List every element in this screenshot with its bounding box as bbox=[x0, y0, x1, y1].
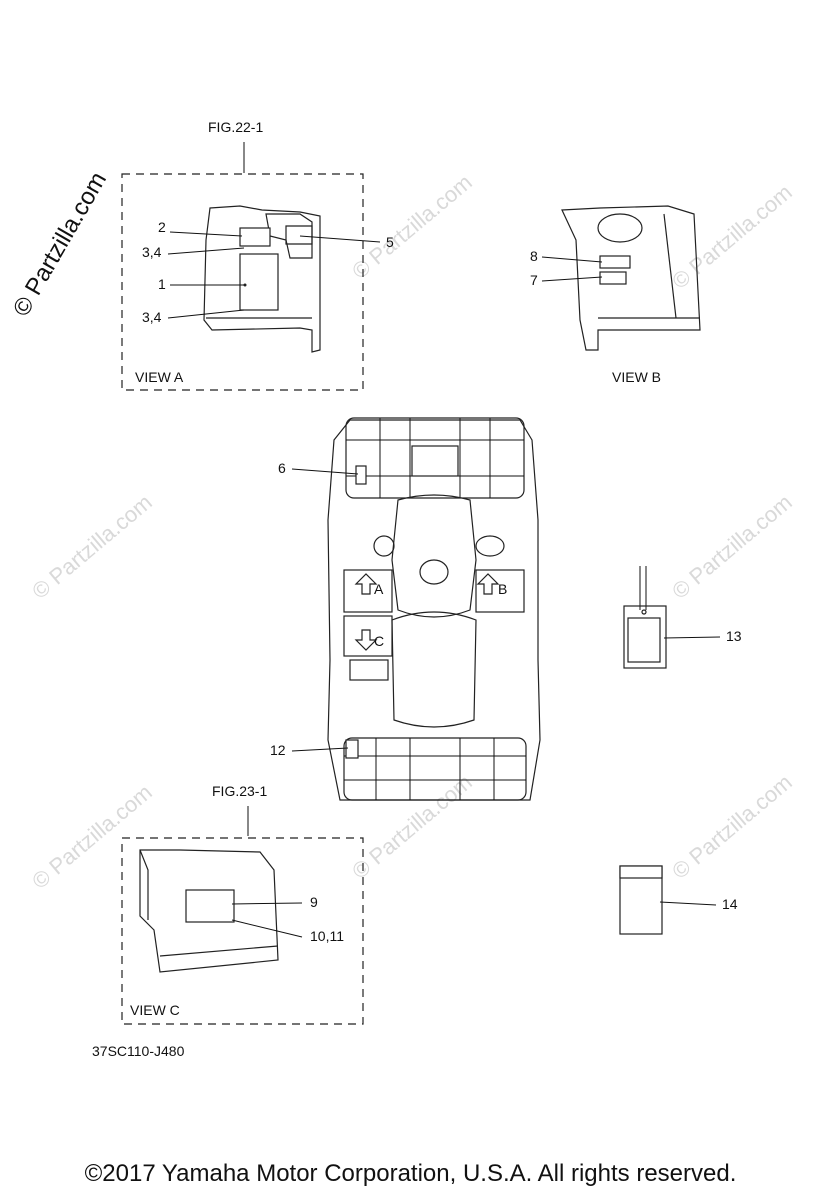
watermark-dark: © Partzilla.com bbox=[8, 167, 112, 321]
watermark: © Partzilla.com bbox=[27, 779, 157, 893]
watermark-layer: © Partzilla.com © Partzilla.com © Partzi… bbox=[27, 169, 797, 893]
callout-10-11: 10,11 bbox=[310, 928, 344, 944]
watermark: © Partzilla.com bbox=[347, 169, 477, 283]
callout-13: 13 bbox=[726, 628, 742, 644]
callout-6: 6 bbox=[278, 460, 286, 476]
fig-ref-bottom: FIG.23-1 bbox=[212, 783, 267, 799]
view-a: FIG.22-1 2 3,4 1 3,4 5 VIEW A bbox=[121, 119, 394, 391]
callout-14: 14 bbox=[722, 896, 738, 912]
arrow-a-label: A bbox=[374, 581, 384, 597]
fig-ref-top: FIG.22-1 bbox=[208, 119, 263, 135]
part-14: 14 bbox=[619, 865, 738, 935]
atv-top-view: A B C 6 12 bbox=[270, 417, 541, 801]
arrow-b-label: B bbox=[498, 581, 507, 597]
arrow-c-label: C bbox=[374, 633, 384, 649]
callout-1: 1 bbox=[158, 276, 166, 292]
drawing-code: 37SC110-J480 bbox=[92, 1043, 185, 1059]
view-c: FIG.23-1 9 10,11 VIEW C bbox=[121, 783, 364, 1025]
callout-2: 2 bbox=[158, 219, 166, 235]
callout-9: 9 bbox=[310, 894, 318, 910]
callout-3-4-bottom: 3,4 bbox=[142, 309, 162, 325]
callout-12: 12 bbox=[270, 742, 286, 758]
watermark: © Partzilla.com bbox=[27, 489, 157, 603]
watermark: © Partzilla.com bbox=[347, 769, 477, 883]
watermark: © Partzilla.com bbox=[667, 489, 797, 603]
callout-5: 5 bbox=[386, 234, 394, 250]
view-a-label: VIEW A bbox=[135, 369, 184, 385]
copyright-footer: ©2017 Yamaha Motor Corporation, U.S.A. A… bbox=[84, 1160, 737, 1187]
callout-7: 7 bbox=[530, 272, 538, 288]
watermark: © Partzilla.com bbox=[667, 769, 797, 883]
callout-3-4-top: 3,4 bbox=[142, 244, 162, 260]
view-b-label: VIEW B bbox=[612, 369, 661, 385]
view-c-label: VIEW C bbox=[130, 1002, 180, 1018]
view-b: 8 7 VIEW B bbox=[530, 205, 701, 385]
watermark: © Partzilla.com bbox=[667, 179, 797, 293]
tag-13: 13 bbox=[623, 566, 742, 669]
callout-8: 8 bbox=[530, 248, 538, 264]
